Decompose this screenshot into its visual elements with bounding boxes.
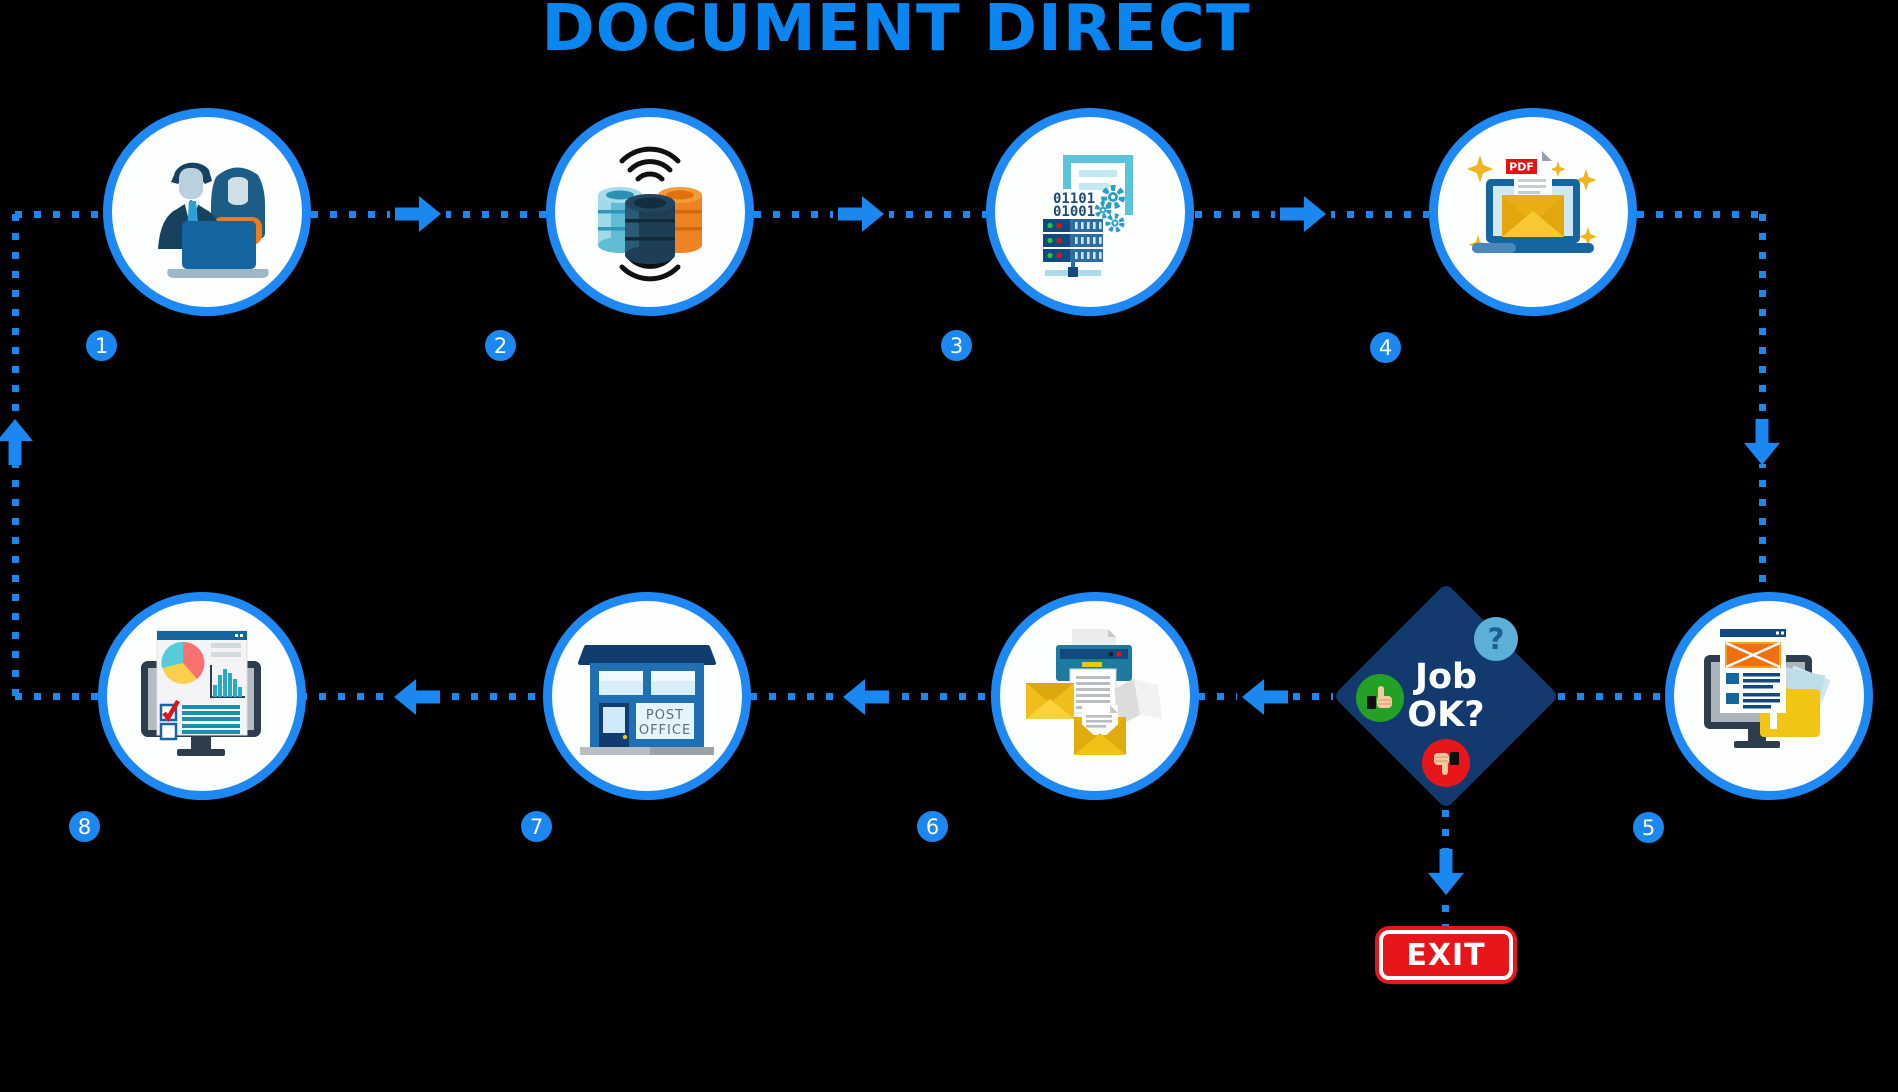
arrow-left-decision-6 [1237,675,1293,719]
step-number-3: 3 [941,330,972,361]
step-number-2: 2 [485,330,516,361]
step-7-post-office: POST OFFICE [543,592,751,800]
step-3-processing-server: 01101 01001 [986,108,1194,316]
exit-badge: EXIT [1379,930,1513,980]
processing-server-icon: 01101 01001 [1043,155,1133,277]
connector-step4-step5-vertical [1759,214,1766,592]
thumbs-down-icon [1434,752,1459,775]
arrow-right-3-4 [1275,192,1331,236]
arrow-left-6-7 [838,675,894,719]
question-mark-badge: ? [1474,617,1518,661]
step-number-6: 6 [917,811,948,842]
arrow-up-8-1 [0,420,43,464]
thumbs-up-badge [1356,674,1404,722]
arrow-right-2-3 [833,192,889,236]
connector-step4-corner [1637,211,1766,218]
binary-text-line2: 01001 [1053,204,1095,220]
gears-glyph [1094,185,1125,233]
page-title: DOCUMENT DIRECT [541,0,1251,66]
decision-label-line1: Job [1414,656,1478,697]
connector-step5-decision [1558,693,1665,700]
decision-job-ok: Job OK? ? [1332,582,1560,810]
arrow-right-1-2 [390,192,446,236]
pdf-label: PDF [1509,161,1534,174]
binary-text-line1: 01101 [1053,191,1095,207]
post-office-icon: POST OFFICE [578,645,716,755]
step-number-4: 4 [1370,332,1401,363]
step-4-pdf-email: PDF [1429,108,1637,316]
arrow-down-4-5 [1734,420,1790,464]
server-stack [1043,219,1103,277]
connector-step8-corner [15,693,98,700]
document-review-icon [1704,629,1831,748]
pdf-email-icon: PDF [1467,151,1598,255]
step-6-print-mail [991,592,1199,800]
step-number-7: 7 [521,811,552,842]
step-2-database-sync [546,108,754,316]
step-number-5: 5 [1633,812,1664,843]
step-5-document-review [1665,592,1873,800]
thumbs-down-badge [1422,739,1470,787]
step-8-reports [98,592,306,800]
post-office-sign-line1: POST [646,708,684,723]
arrow-left-7-8 [389,675,445,719]
database-sync-icon [598,146,702,282]
thumbs-up-icon [1367,686,1392,709]
step-number-1: 1 [86,330,117,361]
reports-icon [141,630,261,756]
print-mail-icon [1026,629,1162,755]
step-1-customers [103,108,311,316]
decision-label: Job OK? [1333,583,1559,809]
step-number-8: 8 [69,811,100,842]
customers-icon [158,162,269,278]
post-office-sign-line2: OFFICE [639,723,691,738]
arrow-down-decision-exit [1418,850,1474,894]
connector-return-to-step1 [15,211,103,218]
decision-label-line2: OK? [1407,695,1485,735]
